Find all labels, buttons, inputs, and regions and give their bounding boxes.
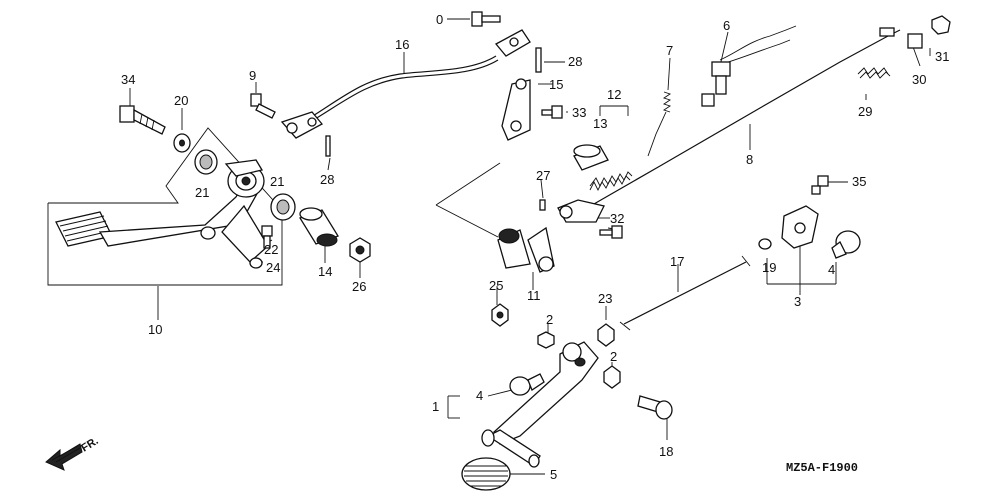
nut-24 — [249, 257, 263, 269]
label-1: 1 — [432, 399, 439, 414]
label-26: 26 — [352, 279, 366, 294]
label-2a: 2 — [546, 312, 553, 327]
bolt-32 — [599, 225, 623, 239]
label-17: 17 — [670, 254, 684, 269]
bolt-9 — [250, 93, 276, 119]
label-14: 14 — [318, 264, 332, 279]
nut-2b — [603, 365, 621, 389]
label-28a: 28 — [568, 54, 582, 69]
nut-2a — [537, 331, 555, 349]
label-6: 6 — [723, 18, 730, 33]
nut-31 — [931, 15, 951, 35]
bolt-18 — [637, 395, 673, 420]
joint-4a — [831, 230, 861, 259]
clip-19 — [758, 238, 772, 250]
pipe-14 — [299, 207, 339, 247]
brake-rod-16 — [280, 29, 531, 139]
label-34: 34 — [121, 72, 135, 87]
pin-28a — [535, 47, 542, 73]
label-18: 18 — [659, 444, 673, 459]
label-11: 11 — [527, 288, 541, 303]
label-24: 24 — [266, 260, 280, 275]
seal-21a — [194, 149, 218, 175]
sleeve-13 — [573, 144, 609, 171]
label-4b: 4 — [476, 388, 483, 403]
direction-label: FR. — [79, 435, 100, 455]
label-32: 32 — [610, 211, 624, 226]
label-12: 12 — [607, 87, 621, 102]
label-7: 7 — [666, 43, 673, 58]
label-2b: 2 — [610, 349, 617, 364]
leader-lines — [47, 18, 931, 475]
label-9: 9 — [249, 68, 256, 83]
label-28b: 28 — [320, 172, 334, 187]
label-5: 5 — [550, 467, 557, 482]
spring-29 — [857, 67, 891, 79]
nut-23 — [597, 323, 615, 347]
rod-17 — [619, 255, 751, 331]
label-3: 3 — [794, 294, 801, 309]
label-16: 16 — [395, 37, 409, 52]
label-13: 13 — [593, 116, 607, 131]
nut-25 — [491, 303, 509, 327]
nut-26 — [349, 237, 371, 263]
label-21a: 21 — [195, 185, 209, 200]
label-10: 10 — [148, 322, 162, 337]
shift-pedal-1 — [481, 341, 599, 468]
callout-labels: 0 16 28 34 9 20 21 21 22 24 28 10 14 26 … — [79, 12, 949, 482]
seal-21b — [270, 193, 296, 221]
label-35: 35 — [852, 174, 866, 189]
label-19: 19 — [762, 260, 776, 275]
cable-8 — [557, 27, 901, 223]
brake-pedal — [55, 159, 269, 263]
rubber-5 — [461, 457, 511, 491]
washer-20 — [173, 133, 191, 153]
label-23: 23 — [598, 291, 612, 306]
bolt-0 — [471, 11, 501, 27]
label-21b: 21 — [270, 174, 284, 189]
label-33: 33 — [572, 105, 586, 120]
label-29: 29 — [858, 104, 872, 119]
label-15: 15 — [549, 77, 563, 92]
pin-27 — [539, 199, 546, 211]
label-8: 8 — [746, 152, 753, 167]
label-27: 27 — [536, 168, 550, 183]
label-30: 30 — [912, 72, 926, 87]
diagram-code: MZ5A-F1900 — [786, 461, 858, 475]
pin-28b — [325, 135, 331, 157]
spring-12 — [589, 171, 633, 192]
bolt-35 — [811, 175, 829, 195]
label-31: 31 — [935, 49, 949, 64]
joint-3 — [781, 205, 819, 249]
label-25: 25 — [489, 278, 503, 293]
joint-4b — [509, 373, 545, 396]
shaft-11 — [497, 226, 555, 273]
label-0: 0 — [436, 12, 443, 27]
arm-15 — [501, 78, 531, 141]
switch-6 — [701, 25, 797, 107]
label-4a: 4 — [828, 262, 835, 277]
bolt-22 — [261, 225, 273, 249]
spring-7 — [647, 91, 672, 157]
cap-30 — [907, 33, 923, 49]
front-arrow-icon — [45, 443, 83, 471]
bolt-34 — [119, 105, 166, 135]
label-20: 20 — [174, 93, 188, 108]
label-22: 22 — [264, 242, 278, 257]
bolt-33 — [541, 105, 563, 119]
